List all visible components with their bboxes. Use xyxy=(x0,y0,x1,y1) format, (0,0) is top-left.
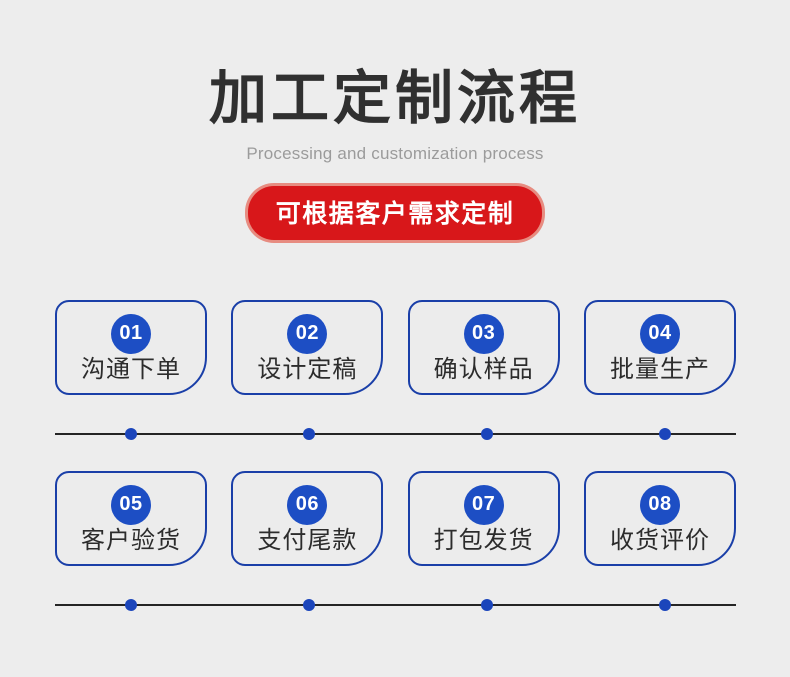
connector-dot-1-3 xyxy=(481,428,493,440)
spacer-row1-connector xyxy=(55,395,736,419)
badge-container: 可根据客户需求定制 xyxy=(0,185,790,240)
step-card-03[interactable]: 03 确认样品 xyxy=(407,300,560,395)
step-number-badge-01: 01 xyxy=(111,313,151,354)
step-card-02[interactable]: 02 设计定稿 xyxy=(231,300,384,395)
customization-badge: 可根据客户需求定制 xyxy=(247,185,543,240)
step-card-01[interactable]: 01 沟通下单 xyxy=(55,300,207,395)
step-number-badge-08: 08 xyxy=(639,484,680,525)
connector-rule-2 xyxy=(55,604,736,606)
page-header: 加工定制流程 Processing and customization proc… xyxy=(0,0,790,240)
spacer-row2-connector xyxy=(55,566,736,590)
step-label-03: 确认样品 xyxy=(433,355,534,383)
step-card-05[interactable]: 05 客户验货 xyxy=(55,471,207,566)
step-row-2: 05 客户验货 06 支付尾款 07 打包发货 08 收货评价 xyxy=(55,471,736,566)
process-steps: 01 沟通下单 02 设计定稿 03 确认样品 04 批量生产 xyxy=(55,300,736,620)
step-card-04[interactable]: 04 批量生产 xyxy=(583,300,736,395)
step-number-badge-04: 04 xyxy=(639,313,680,354)
step-label-08: 收货评价 xyxy=(609,526,710,554)
connector-dot-2-3 xyxy=(481,599,493,611)
connector-rule-1 xyxy=(55,433,736,435)
connector-dot-2-4 xyxy=(659,599,671,611)
connector-dot-1-1 xyxy=(125,428,137,440)
step-label-06: 支付尾款 xyxy=(257,526,358,554)
page-title: 加工定制流程 xyxy=(208,66,581,131)
step-card-06[interactable]: 06 支付尾款 xyxy=(231,471,384,566)
step-number-badge-07: 07 xyxy=(463,484,504,525)
step-card-08[interactable]: 08 收货评价 xyxy=(583,471,736,566)
step-label-07: 打包发货 xyxy=(433,526,534,554)
step-row-1: 01 沟通下单 02 设计定稿 03 确认样品 04 批量生产 xyxy=(55,300,736,395)
connector-dot-2-1 xyxy=(125,599,137,611)
step-number-badge-05: 05 xyxy=(111,484,151,525)
step-number-badge-06: 06 xyxy=(287,484,328,525)
connector-line-1 xyxy=(55,419,736,449)
connector-dot-2-2 xyxy=(303,599,315,611)
spacer-connector-row2 xyxy=(55,449,736,471)
step-card-07[interactable]: 07 打包发货 xyxy=(407,471,560,566)
connector-dot-1-4 xyxy=(659,428,671,440)
step-label-01: 沟通下单 xyxy=(81,355,181,383)
connector-line-2 xyxy=(55,590,736,620)
step-number-badge-03: 03 xyxy=(463,313,504,354)
connector-dot-1-2 xyxy=(303,428,315,440)
step-label-02: 设计定稿 xyxy=(257,355,358,383)
step-number-badge-02: 02 xyxy=(287,313,328,354)
page-subtitle: Processing and customization process xyxy=(246,143,544,163)
step-label-05: 客户验货 xyxy=(81,526,181,554)
step-label-04: 批量生产 xyxy=(609,355,710,383)
